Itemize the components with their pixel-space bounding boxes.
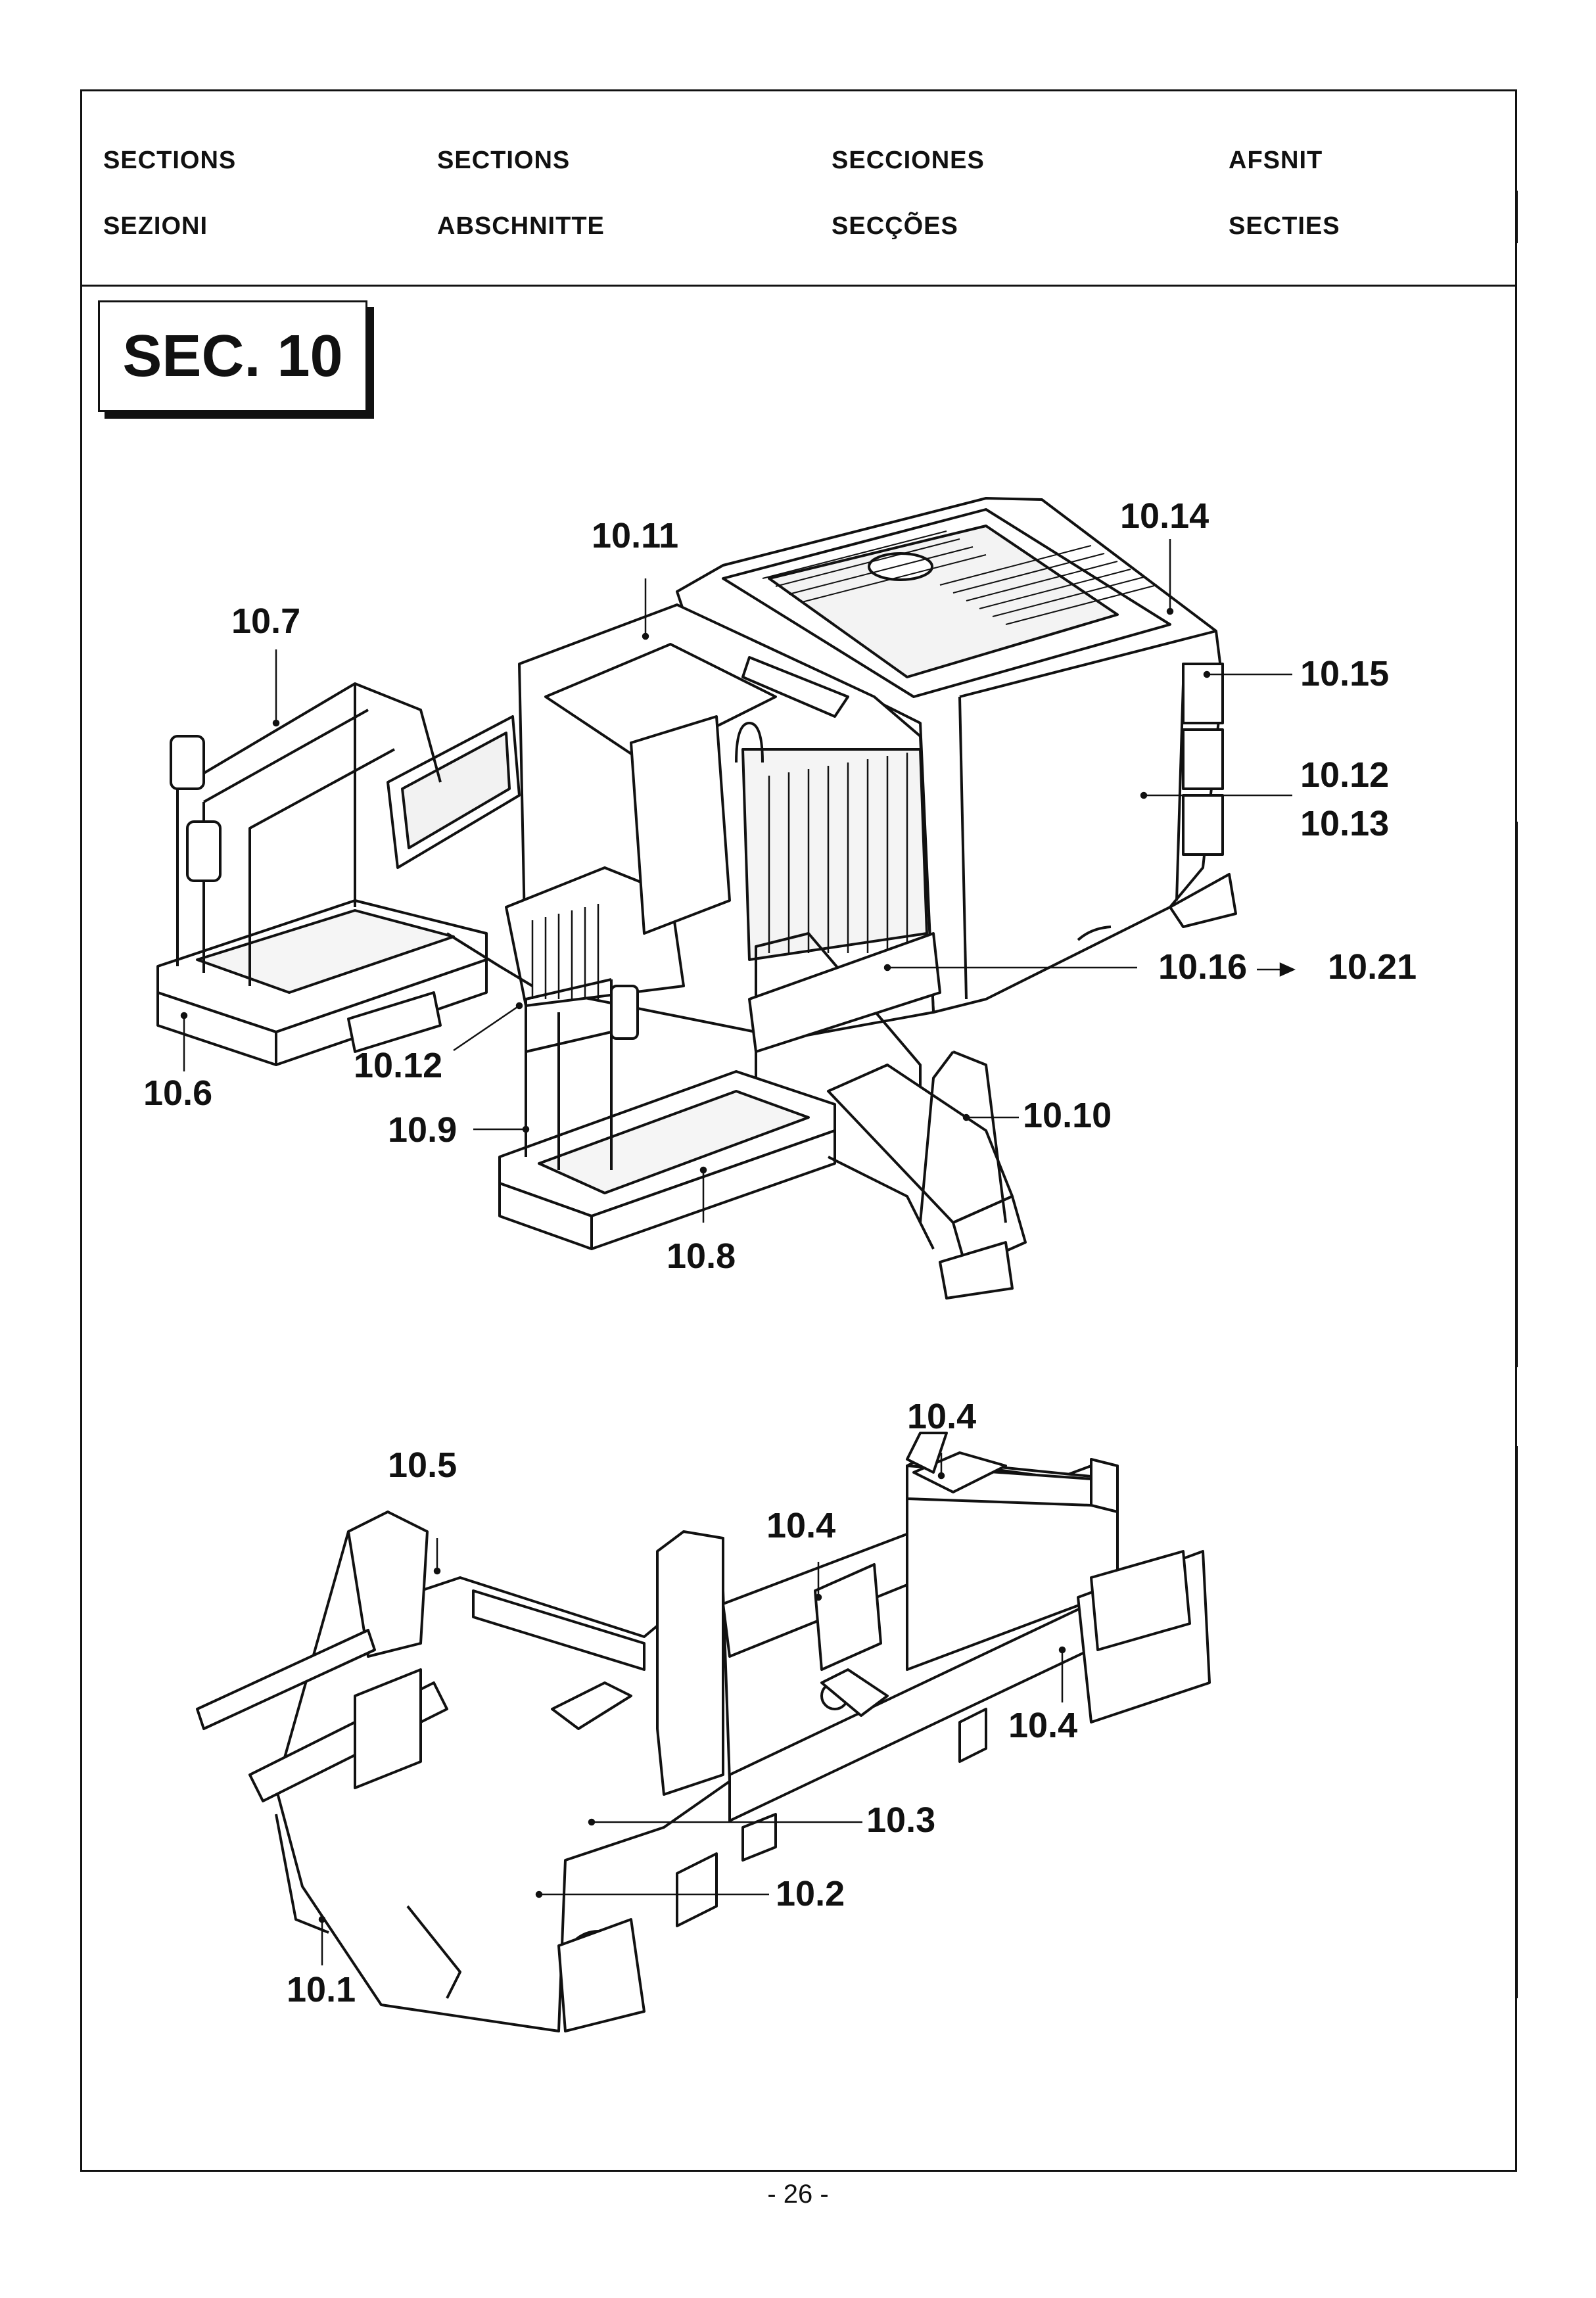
callout-10-2: 10.2 bbox=[776, 1874, 845, 1913]
page-frame: SECTIONS SECTIONS SECCIONES AFSNIT SEZIO… bbox=[80, 89, 1517, 2172]
leader-lines bbox=[180, 539, 1296, 1965]
header-word: SECTIES bbox=[1229, 212, 1340, 240]
header-word: AFSNIT bbox=[1229, 147, 1323, 174]
engine-hood bbox=[676, 497, 1237, 1014]
callout-10-6: 10.6 bbox=[143, 1073, 213, 1113]
header-word: SECCIONES bbox=[832, 147, 985, 174]
callout-10-12-lower: 10.12 bbox=[354, 1046, 443, 1085]
header-word: SEZIONI bbox=[103, 212, 208, 240]
section-title: SEC. 10 bbox=[122, 323, 343, 389]
callout-10-16: 10.16 bbox=[1158, 947, 1248, 987]
callout-10-4-middle: 10.4 bbox=[766, 1506, 836, 1545]
page-number: - 26 - bbox=[767, 2180, 829, 2209]
header-word: SECTIONS bbox=[103, 147, 237, 174]
callout-10-4-right: 10.4 bbox=[1008, 1706, 1078, 1745]
callout-10-9: 10.9 bbox=[388, 1110, 458, 1150]
callout-10-7: 10.7 bbox=[231, 601, 301, 641]
callout-10-1: 10.1 bbox=[287, 1970, 356, 2009]
margin-mark bbox=[1516, 191, 1518, 243]
margin-mark bbox=[1516, 822, 1518, 1367]
callout-10-3: 10.3 bbox=[866, 1800, 936, 1840]
header-word: SECTIONS bbox=[437, 147, 571, 174]
header-table: SECTIONS SECTIONS SECCIONES AFSNIT SEZIO… bbox=[82, 91, 1515, 287]
callout-10-8: 10.8 bbox=[667, 1236, 736, 1276]
cab-radiator-section bbox=[505, 603, 935, 1040]
callout-10-15: 10.15 bbox=[1300, 654, 1390, 693]
front-platform bbox=[498, 932, 941, 1250]
callout-10-11: 10.11 bbox=[592, 516, 679, 555]
callout-10-5: 10.5 bbox=[388, 1445, 458, 1485]
access-ladder bbox=[827, 1050, 1027, 1300]
header-word: SECÇÕES bbox=[832, 212, 958, 240]
callout-10-4-top: 10.4 bbox=[907, 1397, 977, 1436]
callout-10-21: 10.21 bbox=[1328, 947, 1417, 987]
callout-10-14: 10.14 bbox=[1120, 496, 1209, 536]
callout-10-12-upper: 10.12 bbox=[1300, 755, 1390, 795]
callout-10-10: 10.10 bbox=[1023, 1096, 1112, 1135]
section-title-box: SEC. 10 bbox=[98, 300, 367, 412]
left-platform bbox=[156, 682, 534, 1066]
header-word: ABSCHNITTE bbox=[437, 212, 605, 240]
side-grille-panel bbox=[387, 715, 521, 869]
main-chassis-frame bbox=[196, 1432, 1211, 2032]
margin-mark bbox=[1516, 1446, 1518, 1998]
callout-10-13: 10.13 bbox=[1300, 804, 1390, 843]
